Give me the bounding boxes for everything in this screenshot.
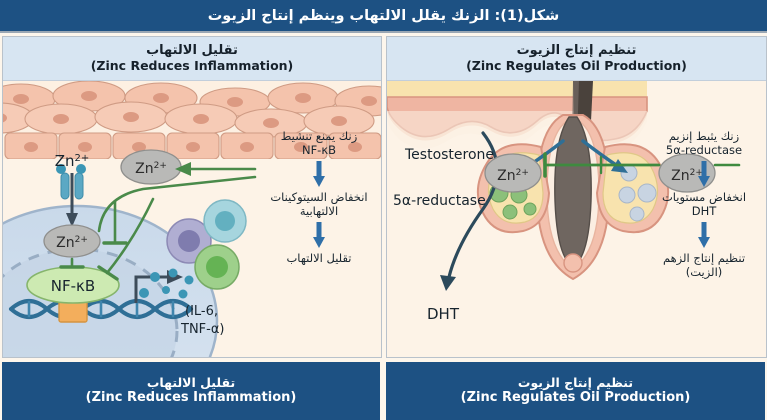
panel-inflammation: تقليل الالتهاب (Zinc Reduces Inflammatio… bbox=[2, 36, 382, 358]
immune-cell-cluster bbox=[166, 199, 247, 290]
footer-oil-en: (Zinc Regulates Oil Production) bbox=[460, 390, 691, 406]
dna-helix bbox=[9, 299, 193, 319]
footer-oil: تنظيم إنتاج الزيوت (Zinc Regulates Oil P… bbox=[386, 362, 765, 420]
flow-arrow-1 bbox=[313, 160, 325, 187]
zinc-cytoplasm: Zn2+ bbox=[43, 224, 101, 258]
panel-oil-title-ar: تنظيم إنتاج الزيوت bbox=[516, 42, 637, 58]
hair-follicle bbox=[535, 114, 611, 281]
footer-inflammation-en: (Zinc Reduces Inflammation) bbox=[85, 390, 297, 406]
panel-oil-title-en: (Zinc Regulates Oil Production) bbox=[466, 58, 687, 74]
flow-oil-arrow-1 bbox=[698, 160, 710, 187]
footer-inflammation-ar: تقليل الالتهاب bbox=[146, 375, 236, 391]
cytokine-label-line1: (IL-6, bbox=[185, 304, 218, 319]
flow-oil-step-2: انخفاض مستويات DHT bbox=[661, 189, 747, 219]
inhibition-lines bbox=[59, 162, 257, 281]
panel-oil-illustration: Testosterone 5α-reductase DHT Zn2+ Zn2+ bbox=[387, 81, 766, 357]
zinc-left: Zn2+ bbox=[484, 153, 542, 193]
panel-inflammation-illustration: NF-κB Zn2+ Zn2+ bbox=[3, 81, 381, 357]
dht-label: DHT bbox=[427, 305, 460, 323]
panel-inflammation-header: تقليل الالتهاب (Zinc Reduces Inflammatio… bbox=[3, 37, 381, 81]
flow-oil-arrow-2 bbox=[698, 221, 710, 248]
skin-cross-section bbox=[387, 81, 648, 153]
zinc-extracellular: Zn2+ bbox=[120, 149, 182, 185]
flow-step-1: زنك يمنع تنشيط NF-κB bbox=[280, 129, 358, 158]
flow-oil-step-3: تنظيم إنتاج الزهم (الزيت) bbox=[662, 250, 746, 279]
epithelium-layer bbox=[3, 81, 381, 159]
flow-inflammation: زنك يمنع تنشيط NF-κB انخفاض السيتوكينات … bbox=[263, 129, 375, 265]
zinc-inhibition-bar bbox=[543, 152, 661, 178]
footer-inflammation: تقليل الالتهاب (Zinc Reduces Inflammatio… bbox=[2, 362, 380, 420]
footer-oil-ar: تنظيم إنتاج الزيوت bbox=[517, 375, 634, 391]
flow-step-2: انخفاض السيتوكينات الالتهابية bbox=[270, 189, 368, 219]
nfkb-label: NF-κB bbox=[51, 277, 95, 295]
figure-title: شكل(1): الزنك يقلل الالتهاب وينظم إنتاج … bbox=[207, 7, 560, 24]
figure-title-bar: شكل(1): الزنك يقلل الالتهاب وينظم إنتاج … bbox=[0, 0, 767, 33]
panel-inflammation-title-en: (Zinc Reduces Inflammation) bbox=[90, 58, 294, 74]
panel-oil-production: تنظيم إنتاج الزيوت (Zinc Regulates Oil P… bbox=[386, 36, 767, 358]
zinc-right: Zn2+ bbox=[658, 153, 716, 193]
flow-step-3: تقليل الالتهاب bbox=[286, 250, 352, 265]
reductase-label: 5α-reductase bbox=[393, 193, 486, 209]
cytokine-dots bbox=[56, 164, 194, 299]
panel-inflammation-title-ar: تقليل الالتهاب bbox=[146, 42, 238, 58]
zinc-transporter-channel bbox=[60, 172, 84, 227]
flow-arrow-2 bbox=[313, 221, 325, 248]
testosterone-label: Testosterone bbox=[404, 147, 494, 163]
flow-oil-step-1: زنك يثبط إنزيم 5α-reductase bbox=[665, 129, 743, 158]
flow-oil: زنك يثبط إنزيم 5α-reductase انخفاض مستوي… bbox=[646, 129, 762, 279]
panel-oil-header: تنظيم إنتاج الزيوت (Zinc Regulates Oil P… bbox=[387, 37, 766, 81]
testosterone-to-dht-arrow bbox=[440, 131, 499, 291]
cytokine-label-line2: TNF-α) bbox=[180, 322, 224, 337]
